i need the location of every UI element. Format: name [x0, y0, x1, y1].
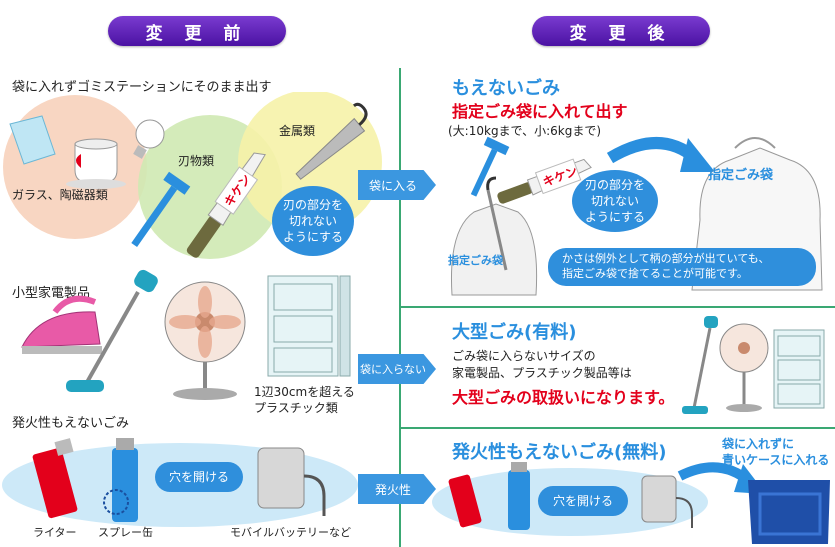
blade-bubble: 刃の部分を 切れない ようにする	[272, 186, 354, 256]
arrow-ignite: 発火性	[358, 474, 436, 504]
spray-can-icon	[103, 438, 138, 522]
circle-blade-label: 刃物類	[178, 154, 215, 168]
right-drawers-icon	[773, 329, 825, 409]
spray-label: スプレー缶	[98, 526, 153, 539]
plastic-note: 1辺30cmを超える プラスチック類	[254, 385, 355, 415]
fan-icon	[164, 281, 246, 400]
right-s2-text: ごみ袋に入らないサイズの 家電製品、プラスチック製品等は	[452, 349, 632, 380]
umbrella-note: かさは例外として柄の部分が出ていても、 指定ごみ袋で捨てることが可能です。	[548, 248, 816, 286]
big-bag-label: 指定ごみ袋	[708, 168, 774, 183]
right-divider-2	[399, 427, 835, 429]
plastic-drawers-icon	[267, 275, 351, 377]
iron-icon	[21, 295, 102, 354]
right-s1-weight: (大:10kgまで、小:6kgまで)	[448, 124, 602, 138]
arrow-bag-in: 袋に入る	[358, 170, 436, 200]
circle-metal-label: 金属類	[279, 124, 316, 138]
umbrella-icon	[295, 102, 368, 180]
battery-label: モバイルバッテリーなど	[230, 526, 351, 539]
right-s3-title: 発火性もえないごみ(無料)	[452, 442, 667, 463]
right-s2-illustration	[682, 316, 825, 414]
right-blade-bubble: 刃の部分を 切れない ようにする	[572, 170, 658, 232]
circle-glass-label: ガラス、陶磁器類	[12, 188, 108, 202]
arrow-bag-no: 袋に入らない	[358, 354, 436, 384]
bulb-icon	[135, 119, 165, 149]
small-bag-label: 指定ごみ袋	[448, 254, 503, 267]
right-razor-icon	[470, 136, 510, 197]
lighter-icon	[32, 438, 78, 519]
right-s1-curve-arrow	[606, 137, 699, 164]
right-fan-icon	[719, 323, 769, 412]
blue-case-icon	[748, 480, 830, 544]
lighter-label: ライター	[33, 526, 77, 539]
right-divider-1	[399, 306, 835, 308]
vacuum-icon	[66, 269, 158, 392]
after-header: 変 更 後	[532, 16, 710, 46]
battery-icon	[257, 447, 326, 516]
appliances-illustration	[21, 269, 351, 400]
before-header: 変 更 前	[108, 16, 286, 46]
right-hole-bubble: 穴を開ける	[538, 486, 628, 516]
right-spray-icon	[508, 462, 530, 530]
glass-cup-icon	[9, 115, 56, 165]
right-s1-red: 指定ごみ袋に入れて出す	[452, 102, 628, 121]
right-s3-illustration	[432, 462, 830, 544]
mug-icon	[74, 143, 118, 183]
right-knife-icon: キケン	[497, 158, 592, 204]
right-s2-red: 大型ごみの取扱いになります。	[452, 388, 675, 407]
left-hole-bubble: 穴を開ける	[155, 462, 243, 492]
right-s3-case: 袋に入れずに 青いケースに入れる	[722, 437, 830, 467]
left-circles-illustration: キケン	[3, 92, 382, 259]
left-section1-title: 袋に入れずゴミステーションにそのまま出す	[12, 80, 272, 95]
small-garbage-bag-icon	[451, 176, 538, 296]
razor-icon	[131, 171, 191, 247]
right-s1-title: もえないごみ	[452, 78, 560, 99]
right-lighter-icon	[448, 474, 482, 528]
right-battery-icon	[641, 475, 693, 528]
right-vacuum-icon	[682, 316, 718, 414]
left-section3-title: 発火性もえないごみ	[12, 416, 130, 431]
right-s2-title: 大型ごみ(有料)	[452, 322, 577, 343]
